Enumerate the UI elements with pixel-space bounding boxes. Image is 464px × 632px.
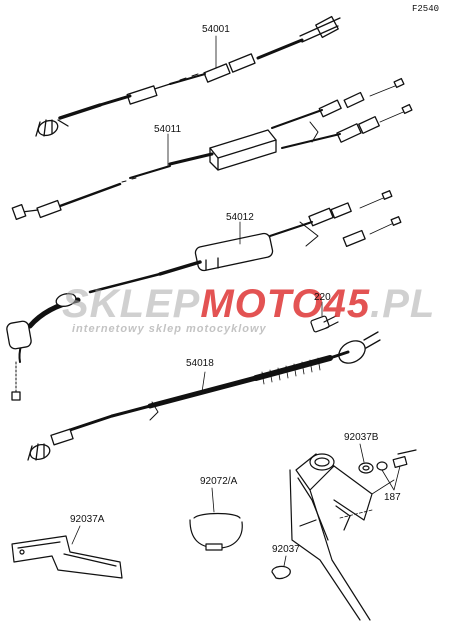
part-92072a: [189, 487, 243, 551]
label-92037: 92037: [272, 544, 300, 555]
label-54001: 54001: [202, 24, 230, 35]
label-54012: 54012: [226, 212, 254, 223]
frame-section: [289, 453, 395, 621]
watermark-brand: SKLEPMOTO45.PL: [62, 282, 436, 326]
cable-54018: [27, 331, 381, 461]
cable-54001: [35, 15, 341, 137]
label-92037a: 92037A: [70, 514, 105, 525]
label-54011: 54011: [154, 124, 182, 135]
part-92037a: [11, 525, 123, 579]
label-92072a: 92072/A: [200, 476, 238, 487]
diagram-code: F2540: [412, 4, 440, 14]
label-187: 187: [384, 492, 401, 503]
part-220: [310, 301, 339, 333]
leader-187: [381, 465, 401, 491]
leader-lines: [167, 35, 365, 463]
watermark-tagline: internetowy sklep motocyklowy: [72, 323, 267, 335]
cable-54011: [11, 77, 413, 220]
part-92037: [271, 555, 291, 580]
cable-54012: [6, 190, 402, 401]
label-54018: 54018: [186, 358, 214, 369]
label-220: 220: [314, 292, 331, 303]
label-92037b: 92037B: [344, 432, 379, 443]
part-92037b: [358, 449, 417, 474]
